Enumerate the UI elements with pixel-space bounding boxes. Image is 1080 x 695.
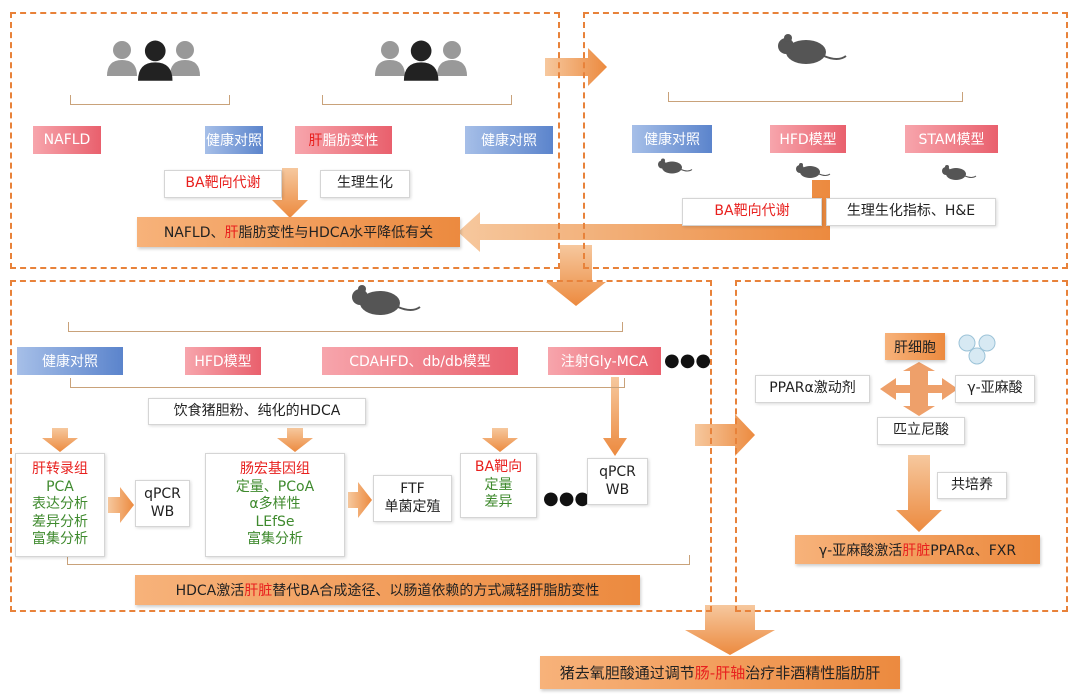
item: PCA — [46, 478, 74, 495]
item: LEfSe — [255, 513, 295, 530]
item: 定量 — [484, 476, 513, 493]
ba-targeted-box: BA靶向 定量 差异 — [460, 453, 537, 518]
ba-targeted-metabolism: BA靶向代谢 — [164, 170, 282, 198]
more-dots: ●●● — [543, 488, 591, 509]
bracket — [67, 555, 690, 565]
pirinixic-acid: 匹立尼酸 — [877, 417, 965, 445]
text: PPARα、FXR — [930, 542, 1017, 559]
label-healthy-control: 健康对照 — [632, 125, 712, 153]
highlight: 肝脏 — [902, 542, 931, 559]
panel-cell-experiment — [735, 280, 1068, 612]
item: qPCR — [599, 464, 636, 480]
item: FTF — [400, 481, 425, 497]
item: 差异 — [484, 494, 513, 511]
highlight: 肠-肝轴 — [694, 664, 746, 682]
label-hfd-model: HFD模型 — [770, 125, 846, 153]
title: 肝转录组 — [32, 461, 88, 478]
item: WB — [605, 481, 630, 498]
biochemistry-he: 生理生化指标、H&E — [826, 198, 996, 226]
label-nafld: NAFLD — [33, 126, 101, 154]
panel-hdca-intervention — [10, 280, 712, 612]
item: 定量、PCoA — [235, 478, 315, 495]
hepatocyte-label: 肝细胞 — [885, 333, 945, 360]
bracket — [322, 95, 512, 105]
item: 富集分析 — [247, 531, 303, 548]
gut-metagenome-box: 肠宏基因组 定量、PCoA α多样性 LEfSe 富集分析 — [205, 453, 345, 557]
text: HDCA激活 — [175, 583, 245, 599]
title: BA靶向 — [474, 459, 523, 476]
text: 猪去氧胆酸通过调节 — [559, 664, 695, 682]
item: WB — [150, 503, 175, 520]
text: γ-亚麻酸激活 — [818, 542, 903, 559]
final-conclusion: 猪去氧胆酸通过调节肠-肝轴治疗非酒精性脂肪肝 — [540, 656, 900, 689]
co-culture: 共培养 — [937, 472, 1007, 499]
label-healthy-control: 健康对照 — [17, 347, 123, 375]
panel1-result: NAFLD、肝脂肪变性与HDCA水平降低有关 — [137, 217, 460, 247]
panel3-result: HDCA激活肝脏替代BA合成途径、以肠道依赖的方式减轻肝脂肪变性 — [135, 575, 640, 605]
bracket — [70, 95, 230, 105]
label-gly-mca: 注射Gly-MCA — [548, 347, 661, 375]
bracket — [70, 378, 625, 388]
ba-targeted-metabolism: BA靶向代谢 — [682, 198, 822, 226]
liver-transcriptome-box: 肝转录组 PCA 表达分析 差异分析 富集分析 — [15, 453, 105, 557]
panel-mouse-models — [583, 12, 1068, 269]
label-text: 脂肪变性 — [322, 133, 379, 149]
item: α多样性 — [249, 496, 301, 513]
label-steatosis: 肝脂肪变性 — [295, 126, 392, 154]
item: 差异分析 — [32, 513, 88, 530]
text: 治疗非酒精性脂肪肝 — [745, 664, 881, 682]
label-stam-model: STAM模型 — [905, 125, 998, 153]
biochemistry: 生理生化 — [320, 170, 410, 198]
text: 替代BA合成途径、以肠道依赖的方式减轻肝脂肪变性 — [272, 583, 600, 599]
bracket — [668, 92, 963, 102]
highlight-liver: 肝 — [308, 133, 323, 149]
text: NAFLD、 — [163, 225, 225, 241]
label-hfd-model: HFD模型 — [185, 347, 261, 375]
item: 单菌定殖 — [384, 498, 441, 515]
label-cdahfd-dbdb: CDAHFD、db/db模型 — [322, 347, 518, 375]
ppara-agonist: PPARα激动剂 — [755, 375, 870, 403]
panel-clinical — [10, 12, 560, 269]
label-healthy-control: 健康对照 — [465, 126, 553, 154]
item: 表达分析 — [32, 496, 88, 513]
highlight: 肝 — [224, 225, 239, 241]
item: qPCR — [144, 486, 181, 502]
title: 肠宏基因组 — [240, 461, 310, 478]
label-healthy-control: 健康对照 — [205, 126, 263, 154]
gamma-linolenic-acid: γ-亚麻酸 — [955, 375, 1035, 403]
bracket — [68, 322, 623, 332]
diet-hdca: 饮食猪胆粉、纯化的HDCA — [148, 398, 366, 425]
more-dots: ●●● — [664, 350, 712, 371]
item: 富集分析 — [32, 531, 88, 548]
text: 脂肪变性与HDCA水平降低有关 — [238, 225, 434, 241]
highlight: 肝脏 — [244, 583, 273, 599]
